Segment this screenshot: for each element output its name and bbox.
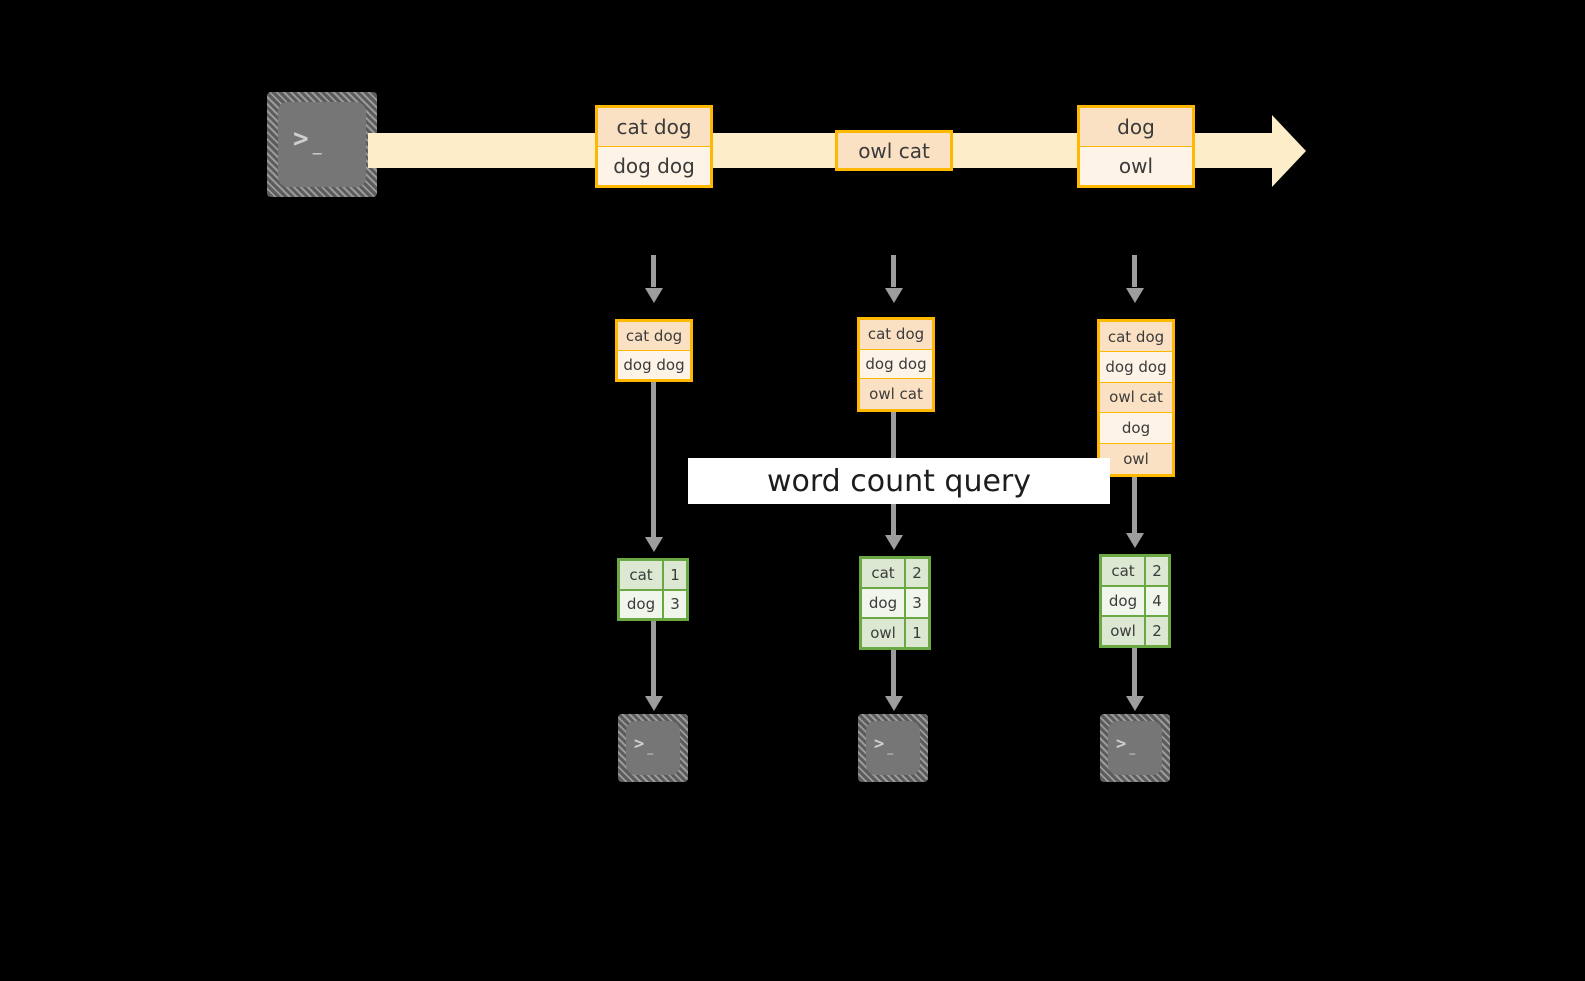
- snapshot-event-stack: cat dog dog dog owl cat dog owl: [1097, 319, 1175, 477]
- result-key: owl: [1102, 617, 1146, 645]
- snapshot-feed-dash: [651, 255, 656, 287]
- stream-event-row: cat dog: [598, 108, 710, 147]
- snapshot-feed-arrowhead: [885, 288, 903, 303]
- result-value: 2: [1146, 617, 1168, 645]
- stream-event-row: dog: [1080, 108, 1192, 147]
- sink-terminal-prompt: >_: [874, 734, 894, 755]
- snapshot-event-row: cat dog: [618, 322, 690, 351]
- stream-event-group: cat dog dog dog: [595, 105, 713, 188]
- result-value: 2: [1146, 557, 1168, 585]
- result-value: 4: [1146, 587, 1168, 615]
- result-row: cat 2: [862, 559, 928, 589]
- result-value: 3: [906, 589, 928, 617]
- stream-event-row: owl cat: [838, 133, 950, 168]
- result-key: cat: [862, 559, 906, 587]
- query-connector-arrowhead: [645, 537, 663, 552]
- result-value: 1: [664, 561, 686, 589]
- stream-event-group: dog owl: [1077, 105, 1195, 188]
- query-label: word count query: [688, 458, 1110, 504]
- result-row: dog 3: [862, 589, 928, 619]
- stream-event-row: dog dog: [598, 146, 710, 185]
- snapshot-event-row: dog: [1100, 413, 1172, 444]
- result-key: cat: [620, 561, 664, 589]
- stream-event-group: owl cat: [835, 130, 953, 171]
- query-connector-line: [1132, 477, 1137, 533]
- snapshot-feed-arrowhead: [1126, 288, 1144, 303]
- snapshot-feed-dash: [891, 255, 896, 287]
- result-key: cat: [1102, 557, 1146, 585]
- sink-connector-arrowhead: [885, 696, 903, 711]
- sink-connector-line: [651, 621, 656, 696]
- snapshot-feed-dash: [1132, 255, 1137, 287]
- result-table: cat 2 dog 4 owl 2: [1099, 554, 1171, 648]
- snapshot-event-stack: cat dog dog dog: [615, 319, 693, 382]
- query-connector-line: [651, 382, 656, 537]
- result-row: dog 3: [620, 590, 686, 618]
- snapshot-event-row: owl cat: [860, 379, 932, 409]
- result-value: 1: [906, 619, 928, 647]
- snapshot-event-row: cat dog: [1100, 322, 1172, 353]
- result-key: dog: [862, 589, 906, 617]
- snapshot-event-row: dog dog: [618, 350, 690, 379]
- sink-connector-line: [1132, 648, 1137, 696]
- source-terminal-prompt: >_: [293, 124, 322, 155]
- query-connector-arrowhead: [1126, 533, 1144, 548]
- sink-terminal-body: [1108, 721, 1162, 775]
- snapshot-event-row: owl: [1100, 443, 1172, 474]
- result-value: 3: [664, 590, 686, 618]
- snapshot-event-row: owl cat: [1100, 382, 1172, 414]
- sink-connector-arrowhead: [645, 696, 663, 711]
- snapshot-feed-arrowhead: [645, 288, 663, 303]
- result-row: dog 4: [1102, 587, 1168, 617]
- result-row: cat 2: [1102, 557, 1168, 587]
- sink-terminal-body: [626, 721, 680, 775]
- sink-terminal-prompt: >_: [1116, 734, 1136, 755]
- snapshot-event-stack: cat dog dog dog owl cat: [857, 317, 935, 412]
- result-key: dog: [620, 590, 664, 618]
- result-key: dog: [1102, 587, 1146, 615]
- source-terminal-body: [278, 102, 366, 187]
- snapshot-event-row: cat dog: [860, 320, 932, 350]
- sink-terminal-icon: >_: [858, 714, 928, 782]
- query-connector-arrowhead: [885, 535, 903, 550]
- snapshot-event-row: dog dog: [1100, 352, 1172, 383]
- sink-terminal-prompt: >_: [634, 734, 654, 755]
- result-row: owl 1: [862, 619, 928, 647]
- sink-terminal-body: [866, 721, 920, 775]
- result-key: owl: [862, 619, 906, 647]
- event-stream-arrowhead: [1272, 115, 1306, 187]
- sink-terminal-icon: >_: [1100, 714, 1170, 782]
- result-row: owl 2: [1102, 617, 1168, 645]
- sink-connector-line: [891, 650, 896, 696]
- result-row: cat 1: [620, 561, 686, 591]
- result-table: cat 2 dog 3 owl 1: [859, 556, 931, 650]
- result-table: cat 1 dog 3: [617, 558, 689, 621]
- stream-event-row: owl: [1080, 146, 1192, 185]
- result-value: 2: [906, 559, 928, 587]
- snapshot-event-row: dog dog: [860, 349, 932, 380]
- sink-terminal-icon: >_: [618, 714, 688, 782]
- sink-connector-arrowhead: [1126, 696, 1144, 711]
- source-terminal-icon: >_: [267, 92, 377, 197]
